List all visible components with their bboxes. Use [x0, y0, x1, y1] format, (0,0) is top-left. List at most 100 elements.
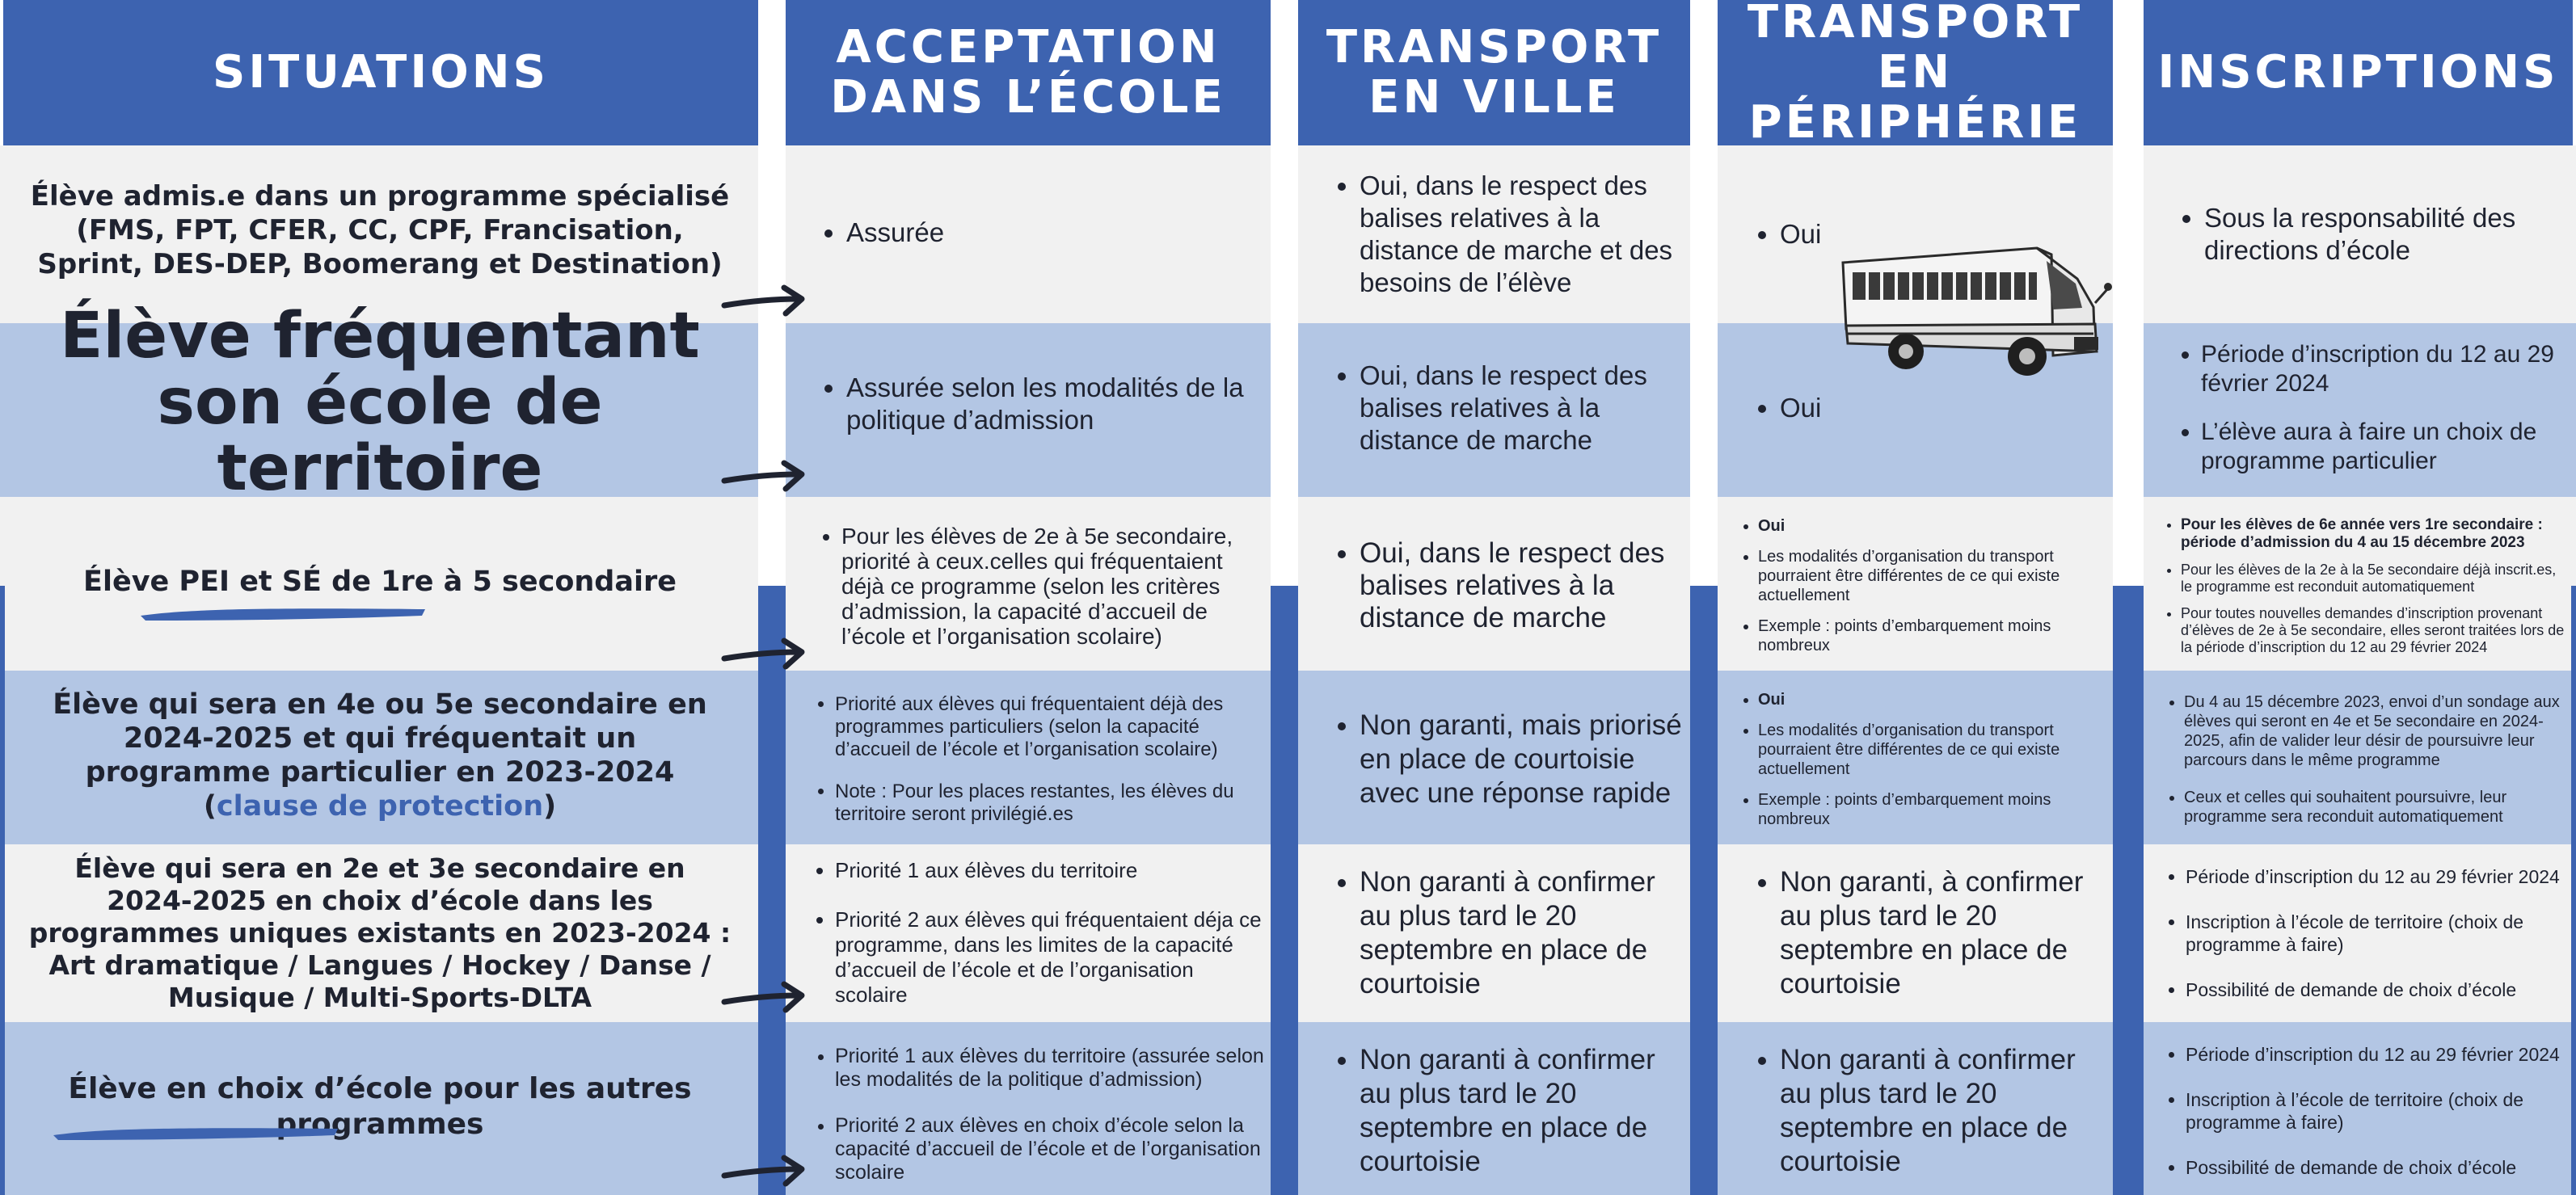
header-transport-peripherie: TRANSPORT EN PÉRIPHÉRIE — [1718, 0, 2113, 148]
peripherie-row-2: Oui — [1730, 368, 1972, 448]
list-item: Sous la responsabilité des directions d’… — [2204, 202, 2570, 267]
list-item: Oui — [1780, 392, 1972, 424]
list-item: Inscription à l’école de territoire (cho… — [2186, 911, 2570, 956]
peripherie-row-6: Non garanti à confirmer au plus tard le … — [1730, 1030, 2106, 1192]
ville-row-5: Non garanti à confirmer au plus tard le … — [1309, 852, 1685, 1014]
peripherie-row-5: Non garanti, à confirmer au plus tard le… — [1730, 852, 2106, 1014]
list-item: Possibilité de demande de choix d’école — [2186, 978, 2570, 1001]
list-item: Possibilité de demande de choix d’école — [2186, 1156, 2570, 1179]
acceptation-row-6: Priorité 1 aux élèves du territoire (ass… — [796, 1034, 1265, 1195]
situation-text: Élève qui sera en 4e ou 5e secondaire en… — [53, 688, 707, 823]
arrow-icon — [721, 637, 805, 670]
situation-row-5: Élève qui sera en 2e et 3e secondaire en… — [16, 852, 744, 1014]
list-item: Priorité 2 aux élèves qui fréquentaient … — [835, 907, 1265, 1008]
situation-text: Élève fréquentant son école de territoir… — [60, 299, 700, 505]
list-item: Non garanti à confirmer au plus tard le … — [1780, 1043, 2106, 1179]
list-item: L’élève aura à faire un choix de program… — [2201, 418, 2570, 476]
inscriptions-row-2: Période d’inscription du 12 au 29 févrie… — [2154, 327, 2570, 489]
situation-row-3: Élève PEI et SÉ de 1re à 5 secondaire — [16, 517, 744, 646]
list-item: Note : Pour les places restantes, les él… — [835, 781, 1265, 826]
separator-1-top — [758, 0, 786, 586]
situation-row-4: Élève qui sera en 4e ou 5e secondaire en… — [16, 679, 744, 832]
list-item: Oui — [1758, 516, 2106, 536]
list-item: Pour toutes nouvelles demandes d’inscrip… — [2181, 605, 2570, 656]
brush-stroke-icon — [141, 608, 425, 621]
separator-2-bottom — [1271, 586, 1298, 1195]
list-item: Les modalités d’organisation du transpor… — [1758, 547, 2106, 605]
arrow-icon — [721, 460, 805, 492]
list-item: Non garanti à confirmer au plus tard le … — [1360, 1043, 1685, 1179]
inscriptions-row-4: Du 4 au 15 décembre 2023, envoi d’un son… — [2150, 679, 2570, 840]
situation-row-2: Élève fréquentant son école de territoir… — [16, 303, 744, 502]
list-item: Oui, dans le respect des balises relativ… — [1360, 537, 1685, 634]
situation-row-6: Élève en choix d’école pour les autres p… — [16, 1042, 744, 1172]
list-item: Priorité 2 aux élèves en choix d’école s… — [835, 1114, 1265, 1184]
list-item: Période d’inscription du 12 au 29 févrie… — [2186, 865, 2570, 888]
header-situations: SITUATIONS — [3, 0, 758, 145]
ville-row-6: Non garanti à confirmer au plus tard le … — [1309, 1030, 1685, 1192]
list-item: Période d’inscription du 12 au 29 févrie… — [2201, 340, 2570, 398]
ville-row-1: Oui, dans le respect des balises relativ… — [1309, 154, 1685, 315]
separator-4-top — [2113, 0, 2144, 586]
ville-row-4: Non garanti, mais priorisé en place de c… — [1309, 679, 1685, 840]
list-item: Pour les élèves de la 2e à la 5e seconda… — [2181, 562, 2570, 595]
ville-row-2: Oui, dans le respect des balises relativ… — [1309, 327, 1685, 489]
list-item: Pour les élèves de 2e à 5e secondaire, p… — [841, 524, 1265, 649]
list-item: Oui, dans le respect des balises relativ… — [1360, 360, 1685, 457]
list-item: Assurée — [846, 217, 1265, 249]
situation-text: Élève PEI et SÉ de 1re à 5 secondaire — [83, 566, 677, 598]
school-bus-icon — [1841, 246, 2112, 376]
situation-text-end: ) — [543, 790, 557, 823]
acceptation-row-4: Priorité aux élèves qui fréquentaient dé… — [796, 679, 1265, 840]
peripherie-row-1: Oui — [1730, 194, 1891, 275]
situation-text: Élève qui sera en 2e et 3e secondaire en… — [28, 852, 731, 1013]
peripherie-row-3: Oui Les modalités d’organisation du tran… — [1726, 505, 2106, 667]
arrow-icon — [721, 284, 805, 317]
peripherie-row-4: Oui Les modalités d’organisation du tran… — [1726, 679, 2106, 840]
list-item: Non garanti, mais priorisé en place de c… — [1360, 709, 1685, 810]
list-item: Priorité aux élèves qui fréquentaient dé… — [835, 693, 1265, 761]
acceptation-row-5: Priorité 1 aux élèves du territoire Prio… — [796, 850, 1265, 1016]
acceptation-row-2: Assurée selon les modalités de la politi… — [796, 327, 1265, 481]
right-edge-bottom — [2571, 586, 2576, 1195]
separator-3-top — [1690, 0, 1718, 586]
situation-text: Élève admis.e dans un programme spéciali… — [30, 180, 730, 212]
inscriptions-row-3: Pour les élèves de 6e année vers 1re sec… — [2150, 505, 2570, 667]
list-item: Oui — [1780, 218, 1891, 250]
situation-row-1: Élève admis.e dans un programme spéciali… — [16, 162, 744, 299]
separator-3-bottom — [1690, 586, 1718, 1195]
list-item: Priorité 1 aux élèves du territoire (ass… — [835, 1045, 1265, 1092]
list-item: Exemple : points d’embarquement moins no… — [1758, 616, 2106, 655]
left-edge-bottom — [0, 586, 5, 1195]
list-item: Assurée selon les modalités de la politi… — [846, 372, 1265, 436]
inscriptions-row-6: Période d’inscription du 12 au 29 févrie… — [2150, 1030, 2570, 1192]
list-item: Période d’inscription du 12 au 29 févrie… — [2186, 1043, 2570, 1066]
acceptation-row-3: Pour les élèves de 2e à 5e secondaire, p… — [796, 505, 1265, 667]
header-inscriptions: INSCRIPTIONS — [2144, 0, 2573, 145]
list-item: Priorité 1 aux élèves du territoire — [835, 858, 1265, 883]
list-item: Inscription à l’école de territoire (cho… — [2186, 1088, 2570, 1134]
list-item: Du 4 au 15 décembre 2023, envoi d’un son… — [2184, 692, 2570, 770]
acceptation-row-1: Assurée — [796, 154, 1265, 311]
header-transport-ville: TRANSPORT EN VILLE — [1298, 0, 1690, 145]
separator-2-top — [1271, 0, 1298, 586]
list-item: Non garanti, à confirmer au plus tard le… — [1780, 865, 2106, 1001]
list-item: Oui, dans le respect des balises relativ… — [1360, 170, 1685, 299]
protection-clause-link[interactable]: clause de protection — [216, 790, 544, 823]
situation-detail: (FMS, FPT, CFER, CC, CPF, Francisation, … — [37, 214, 723, 280]
list-item: Les modalités d’organisation du transpor… — [1758, 721, 2106, 779]
arrow-icon — [721, 1155, 805, 1187]
list-item: Oui — [1758, 690, 2106, 709]
list-item: Exemple : points d’embarquement moins no… — [1758, 790, 2106, 829]
inscriptions-row-5: Période d’inscription du 12 au 29 févrie… — [2150, 852, 2570, 1014]
arrow-icon — [721, 981, 805, 1013]
brush-stroke-icon — [53, 1128, 338, 1140]
separator-4-bottom — [2113, 586, 2144, 1195]
list-item: Non garanti à confirmer au plus tard le … — [1360, 865, 1685, 1001]
list-item: Pour les élèves de 6e année vers 1re sec… — [2181, 516, 2570, 552]
ville-row-3: Oui, dans le respect des balises relativ… — [1309, 505, 1685, 667]
list-item: Ceux et celles qui souhaitent poursuivre… — [2184, 788, 2570, 827]
inscriptions-row-1: Sous la responsabilité des directions d’… — [2154, 154, 2570, 315]
separator-1-bottom — [758, 586, 786, 1195]
header-acceptation: ACCEPTATION DANS L’ÉCOLE — [786, 0, 1271, 145]
